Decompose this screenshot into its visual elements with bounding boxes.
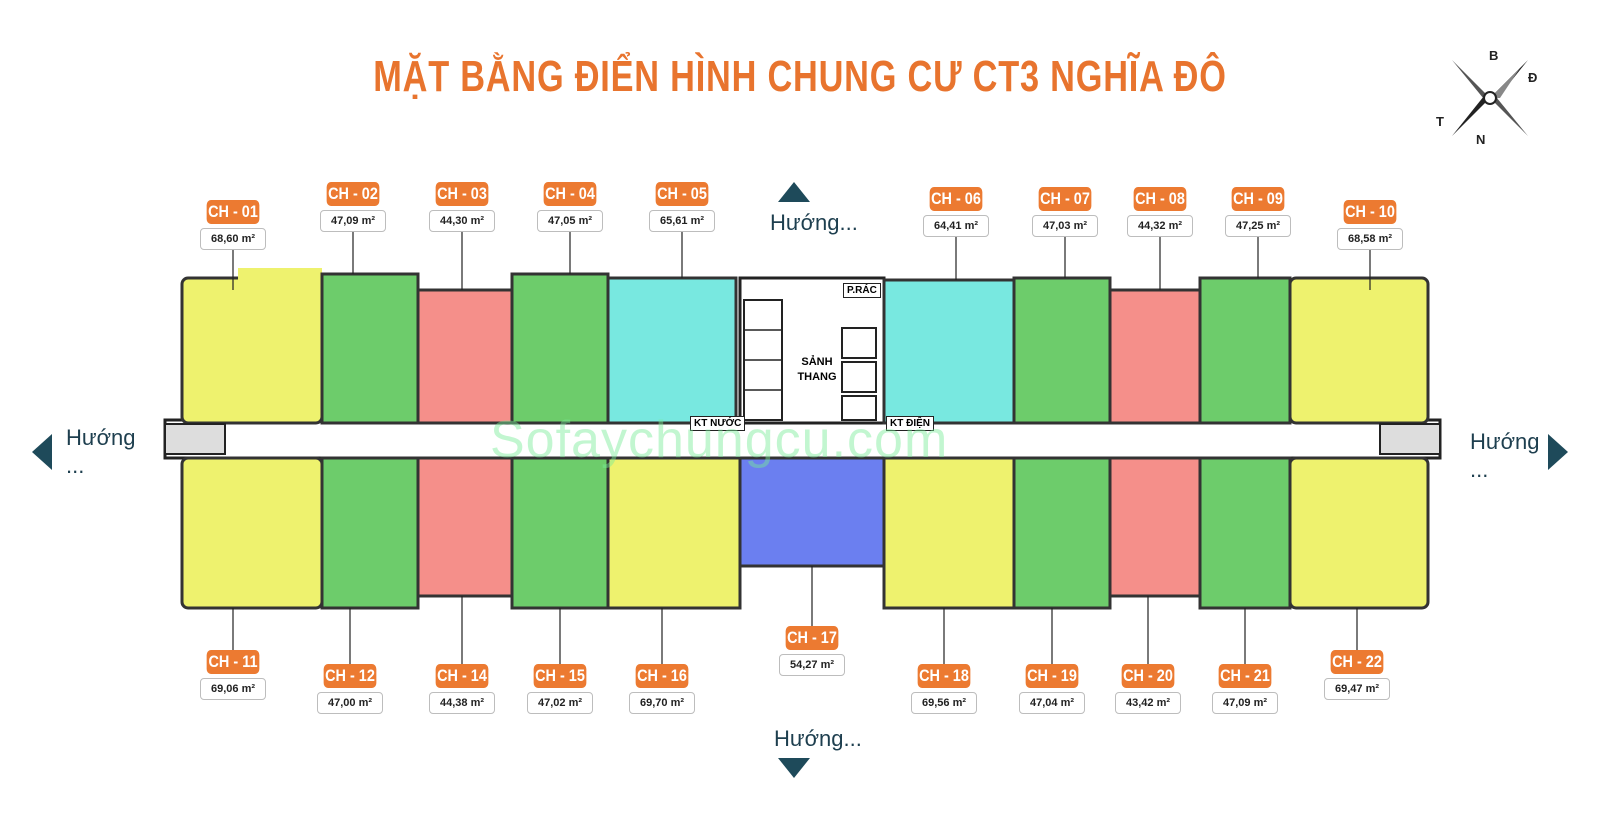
room-kt-dien: KT ĐIỆN: [886, 416, 934, 431]
unit-ch-02: [320, 272, 420, 425]
direction-left: Hướng ...: [66, 425, 136, 478]
unit-ch-08: [1108, 288, 1202, 425]
room-kt-nuoc: KT NƯỚC: [690, 416, 746, 431]
direction-right: Hướng ...: [1470, 429, 1540, 482]
unit-ch-18: [882, 456, 1016, 610]
watermark: Sofaychungcu.com: [490, 411, 949, 469]
arrow-right-icon: [1548, 434, 1568, 470]
unit-ch-22: [1288, 456, 1430, 610]
unit-ch-07: [1012, 276, 1112, 425]
direction-bottom: Hướng...: [774, 726, 862, 751]
page-title: MẶT BẰNG ĐIỂN HÌNH CHUNG CƯ CT3 NGHĨA ĐÔ: [373, 52, 1227, 101]
unit-ch-14: [416, 456, 514, 598]
unit-ch-21: [1198, 456, 1292, 610]
arrow-up-icon: [778, 182, 810, 202]
unit-ch-03: [416, 288, 514, 425]
unit-ch-20: [1108, 456, 1202, 598]
arrow-left-icon: [32, 434, 52, 470]
unit-ch-11: [180, 456, 324, 610]
compass-south: N: [1476, 132, 1486, 147]
unit-ch-15: [510, 456, 610, 610]
unit-ch-19: [1012, 456, 1112, 610]
room-sanh-thang: SẢNH THANG: [797, 356, 837, 383]
unit-ch-01: [180, 276, 324, 425]
compass-west: T: [1436, 114, 1444, 129]
direction-top: Hướng...: [770, 210, 858, 235]
compass-rose-icon: B Đ T N: [1436, 48, 1540, 148]
unit-ch-10: [1288, 276, 1430, 425]
compass-north: B: [1489, 48, 1499, 63]
unit-ch-16: [606, 456, 742, 610]
unit-ch-17: [738, 456, 886, 568]
compass-east: Đ: [1528, 70, 1538, 85]
arrow-down-icon: [778, 758, 810, 778]
unit-ch-09: [1198, 276, 1292, 425]
room-p-rac: P.RÁC: [843, 283, 881, 298]
unit-ch-05: [606, 276, 738, 425]
unit-ch-12: [320, 456, 420, 610]
unit-ch-01b: [238, 268, 322, 288]
unit-ch-04: [510, 272, 610, 425]
unit-ch-06: [882, 278, 1016, 425]
